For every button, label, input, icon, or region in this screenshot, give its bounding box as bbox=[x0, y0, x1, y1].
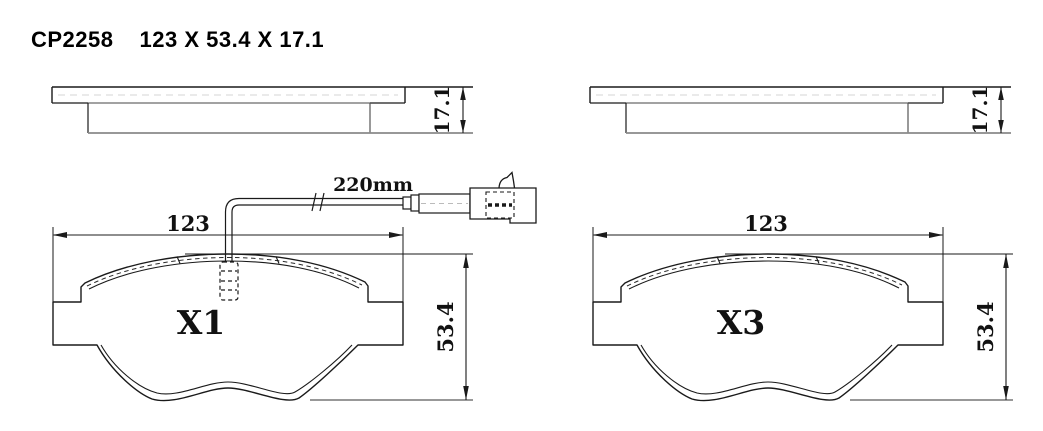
connector-collar-1 bbox=[402, 196, 412, 210]
side-view-left bbox=[51, 86, 474, 134]
pad-left-id-label: X1 bbox=[177, 303, 226, 342]
pad-left-height-label: 53.4 bbox=[433, 301, 458, 352]
drawing-title: CP2258 123 X 53.4 X 17.1 bbox=[31, 27, 324, 53]
sensor-wire-outer bbox=[224, 197, 403, 262]
pad-left-width-label: 123 bbox=[166, 211, 210, 236]
connector-collar-2 bbox=[410, 194, 420, 212]
pad-right-width-label: 123 bbox=[744, 211, 788, 236]
sensor-body-hidden bbox=[219, 261, 239, 301]
pad-front-view-right bbox=[592, 226, 1014, 402]
pad-right-height-label: 53.4 bbox=[973, 301, 998, 352]
overall-dimensions: 123 X 53.4 X 17.1 bbox=[139, 27, 325, 52]
sensor-connector bbox=[402, 171, 537, 224]
sensor-wire-inner bbox=[231, 204, 403, 262]
side-right-thickness-label: 17.1 bbox=[968, 86, 992, 135]
part-number: CP2258 bbox=[31, 27, 114, 52]
side-left-thickness-label: 17.1 bbox=[430, 86, 454, 135]
sensor-body-outline bbox=[219, 261, 239, 301]
wear-sensor: 220mm bbox=[219, 171, 537, 301]
connector-latch bbox=[498, 171, 516, 189]
pad-front-view-left bbox=[52, 226, 474, 402]
sensor-length-label: 220mm bbox=[333, 174, 413, 196]
break-mark-2 bbox=[319, 192, 325, 212]
side-view-right bbox=[589, 86, 1012, 134]
connector-terminal-hidden bbox=[485, 191, 515, 219]
pad-right-id-label: X3 bbox=[717, 303, 766, 342]
break-mark-1 bbox=[311, 192, 317, 212]
connector-barrel bbox=[418, 193, 471, 214]
